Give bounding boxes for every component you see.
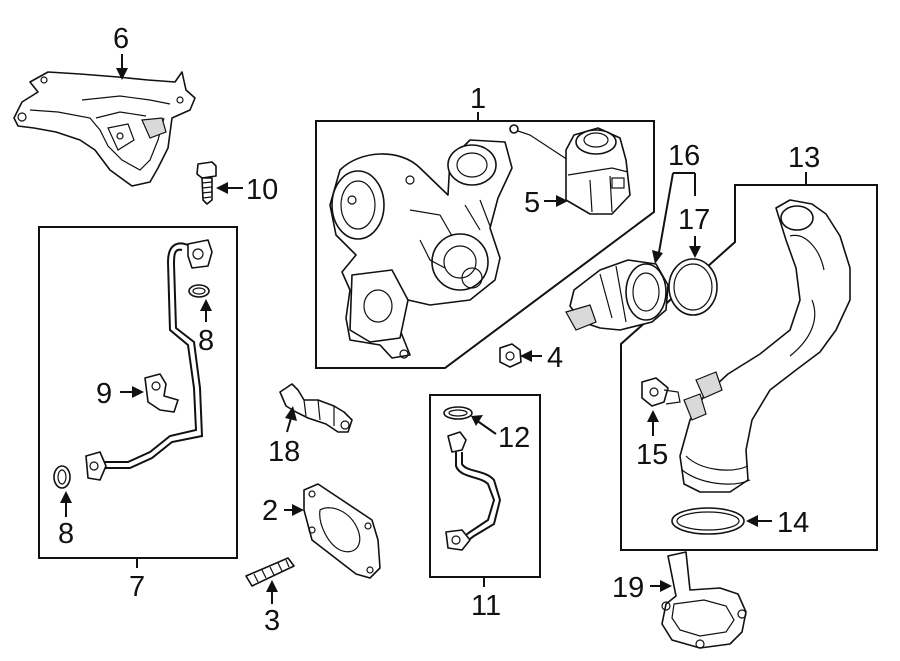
box-group-13 bbox=[620, 184, 878, 551]
callout-2: 2 bbox=[262, 495, 278, 527]
oil-return-line-drawing bbox=[445, 431, 502, 551]
callout-8-lower: 8 bbox=[58, 518, 74, 550]
sensor-drawing bbox=[641, 377, 681, 407]
bolt-drawing bbox=[196, 161, 217, 205]
actuator-drawing bbox=[509, 124, 631, 215]
callout-15: 15 bbox=[636, 439, 668, 471]
o-ring-17-drawing bbox=[668, 258, 718, 316]
callout-3: 3 bbox=[264, 605, 280, 637]
seal-12-drawing bbox=[443, 406, 473, 420]
callout-9: 9 bbox=[96, 378, 112, 410]
callout-16: 16 bbox=[668, 140, 700, 172]
callout-14: 14 bbox=[777, 507, 809, 539]
turbocharger-drawing bbox=[329, 139, 513, 359]
callout-4: 4 bbox=[547, 342, 563, 374]
seal-8-upper-drawing bbox=[188, 284, 210, 298]
intercooler-hose-drawing bbox=[679, 199, 851, 493]
callout-13: 13 bbox=[788, 142, 820, 174]
callout-7: 7 bbox=[129, 571, 145, 603]
gasket-drawing bbox=[303, 483, 381, 579]
oil-feed-line-drawing bbox=[85, 239, 213, 481]
callout-10: 10 bbox=[246, 174, 278, 206]
coolant-line-drawing bbox=[279, 383, 353, 433]
box-group-1 bbox=[315, 120, 655, 369]
callout-8-upper: 8 bbox=[198, 325, 214, 357]
outlet-pipe-drawing bbox=[565, 259, 669, 331]
callout-12: 12 bbox=[498, 422, 530, 454]
o-ring-14-drawing bbox=[671, 507, 745, 535]
heat-shield-drawing bbox=[13, 71, 196, 187]
support-bracket-drawing bbox=[661, 551, 747, 649]
callout-17: 17 bbox=[678, 204, 710, 236]
callout-1: 1 bbox=[470, 83, 486, 115]
callout-19: 19 bbox=[612, 572, 644, 604]
bracket-9-drawing bbox=[144, 373, 179, 413]
callout-5: 5 bbox=[524, 187, 540, 219]
callout-11: 11 bbox=[471, 590, 501, 622]
stud-drawing bbox=[245, 557, 295, 587]
seal-8-lower-drawing bbox=[53, 465, 71, 489]
callout-18: 18 bbox=[268, 436, 300, 468]
callout-6: 6 bbox=[113, 23, 129, 55]
nut-drawing bbox=[499, 343, 522, 368]
leader-lines bbox=[60, 54, 807, 604]
